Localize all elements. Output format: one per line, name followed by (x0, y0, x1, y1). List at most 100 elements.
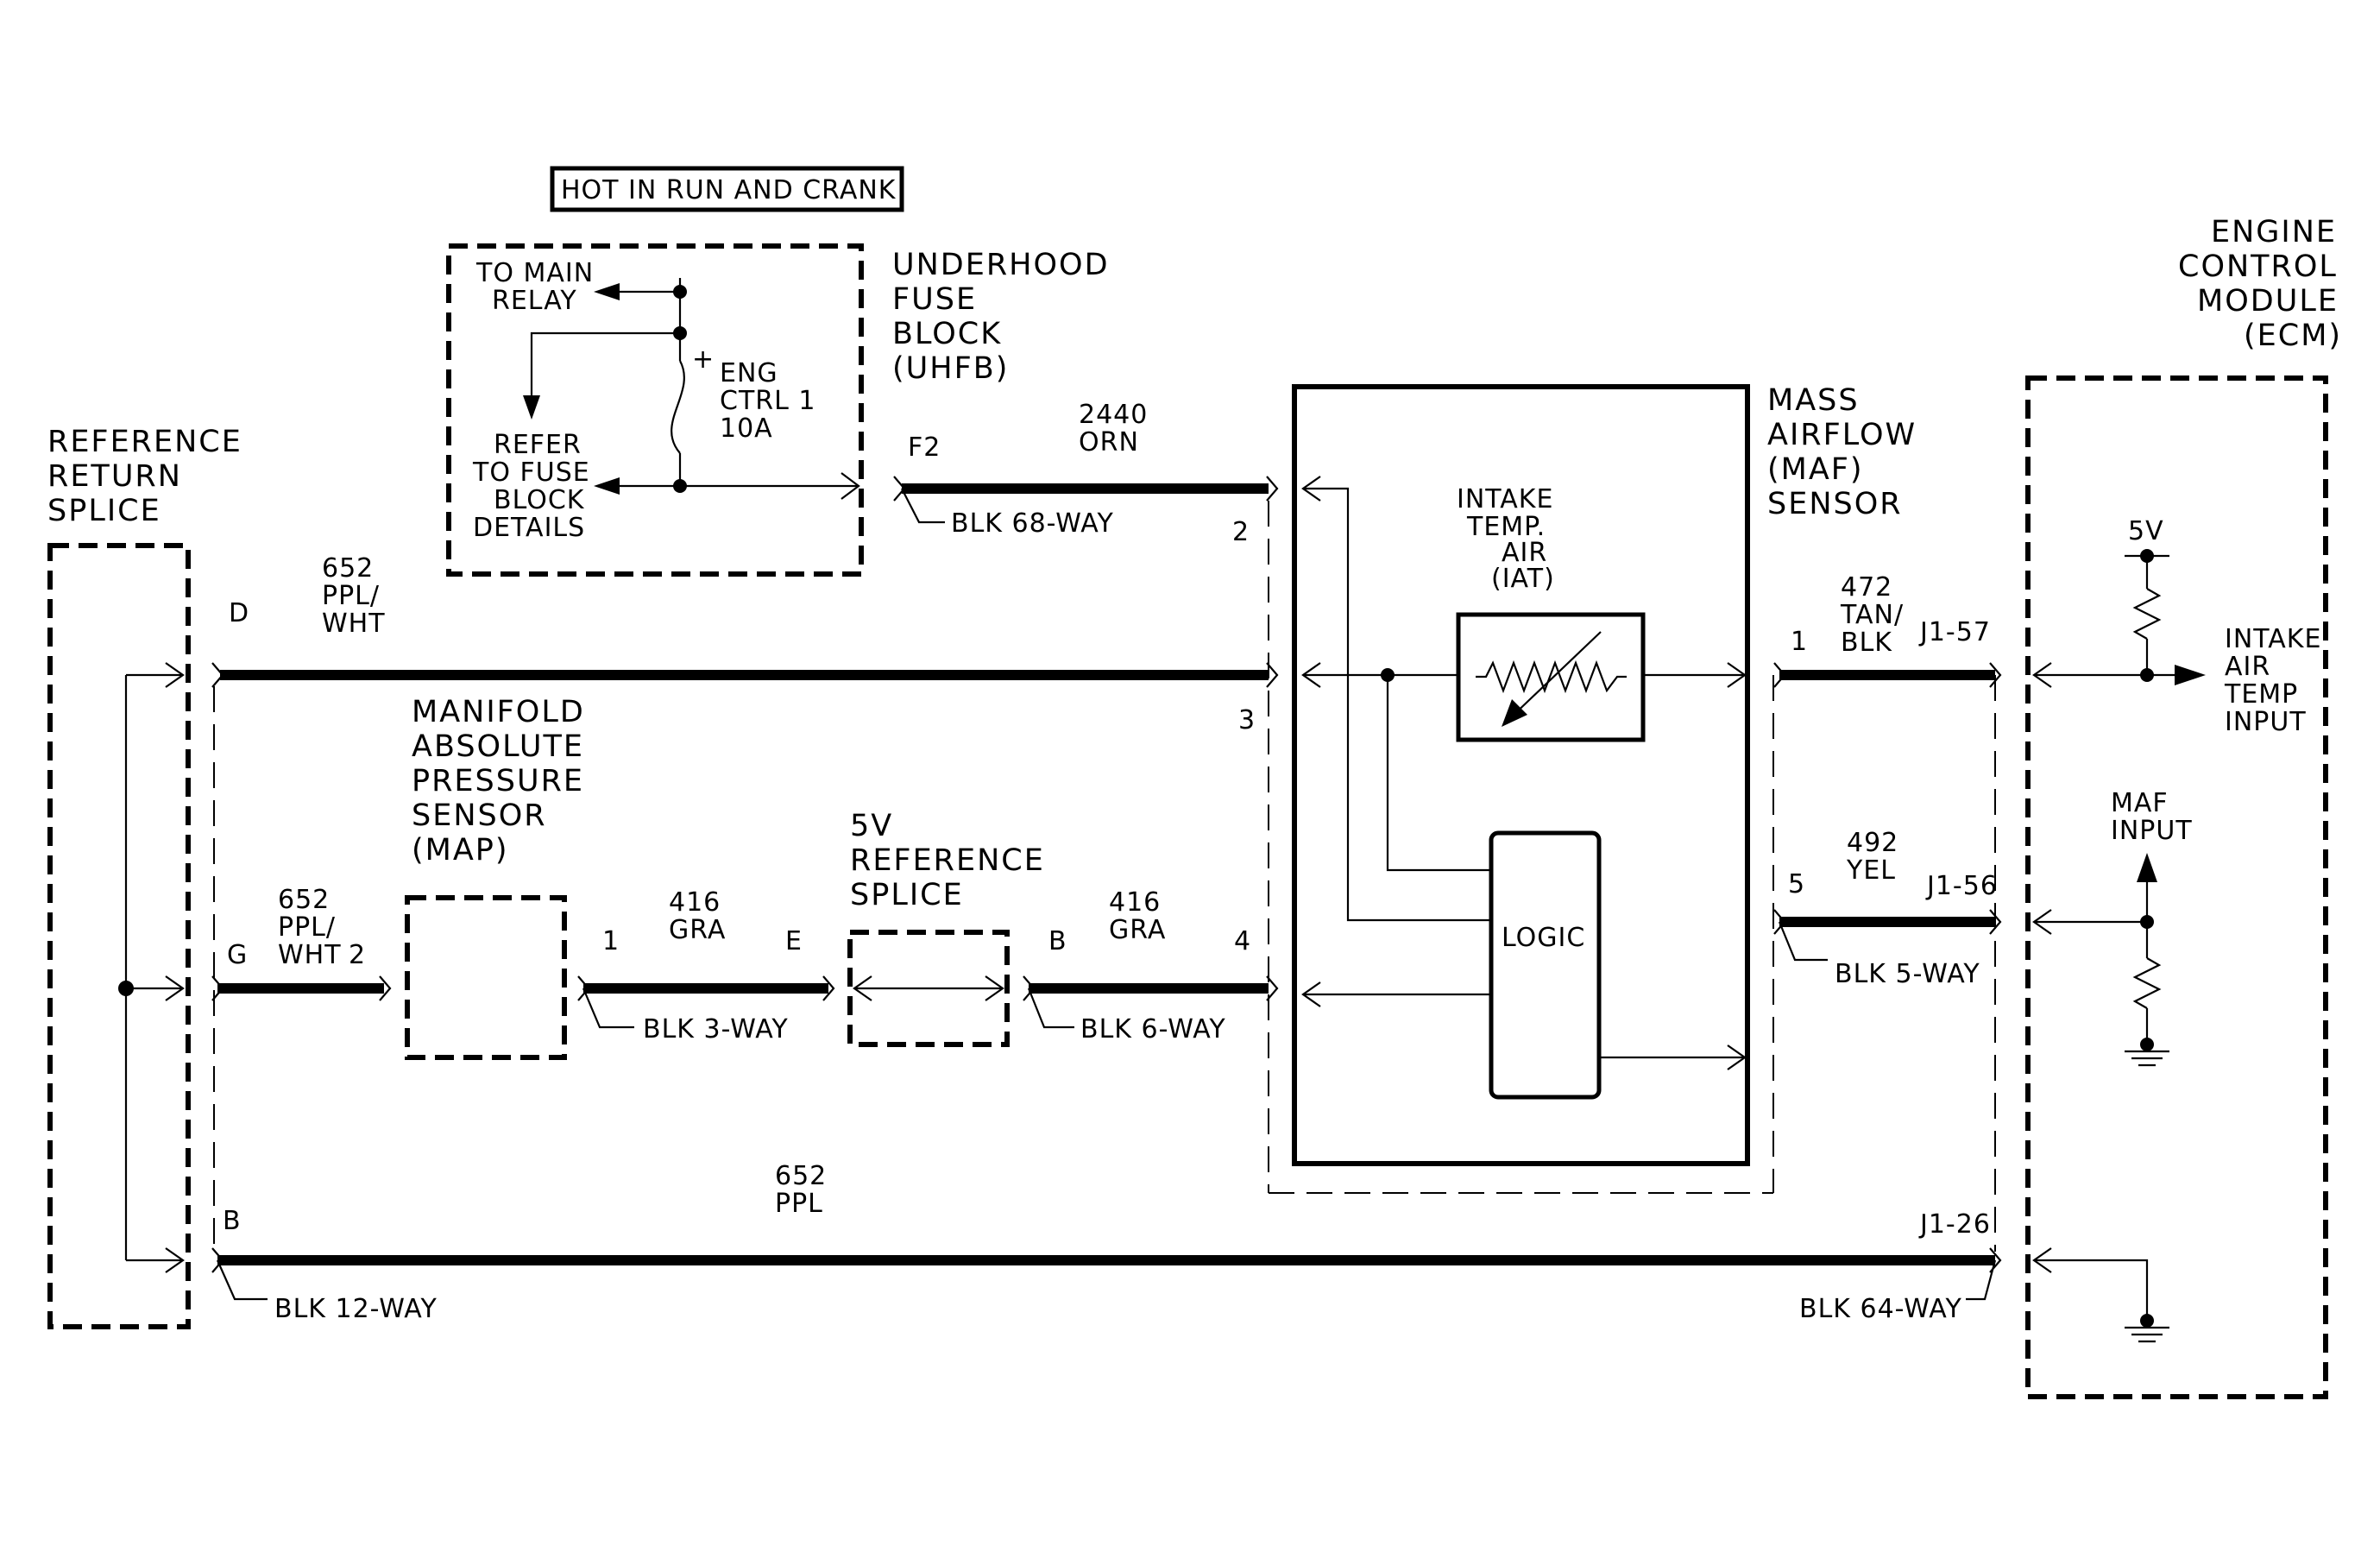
svg-text:TO FUSE: TO FUSE (472, 458, 590, 488)
svg-text:REFERENCE: REFERENCE (47, 425, 242, 459)
svg-text:UNDERHOOD: UNDERHOOD (892, 248, 1110, 282)
svg-text:472: 472 (1841, 572, 1892, 603)
splice-node (118, 981, 134, 996)
ecm-pulldown-resistor-icon (2132, 957, 2162, 1009)
refer-fuse-block-arrow-icon (594, 477, 620, 495)
wire-652-g-label: 652 PPL/ WHT (278, 885, 341, 970)
wire-416-a-label: 416 GRA (669, 887, 725, 945)
svg-text:652: 652 (775, 1161, 827, 1191)
fuse-eng-ctrl-1-label: ENG CTRL 1 10A (720, 358, 815, 444)
svg-text:(ECM): (ECM) (2244, 319, 2342, 353)
wire-652-d-label: 652 PPL/ WHT (322, 553, 386, 639)
blk5-label: BLK 5-WAY (1835, 959, 1980, 989)
map-sensor-box (405, 895, 567, 1060)
splice-arrow-b-icon (165, 1247, 185, 1273)
svg-text:TEMP.: TEMP. (1466, 512, 1546, 542)
pin-maf-1: 1 (1791, 627, 1808, 657)
blk6-leader (1027, 988, 1074, 1029)
svg-text:BLK: BLK (1841, 628, 1892, 658)
svg-text:MASS: MASS (1767, 383, 1860, 418)
hot-in-run-and-crank-label: HOT IN RUN AND CRANK (561, 175, 897, 205)
iat-thermistor-box (1456, 612, 1646, 742)
svg-text:(MAF): (MAF) (1767, 452, 1864, 487)
svg-text:416: 416 (669, 887, 721, 918)
svg-text:ABSOLUTE: ABSOLUTE (412, 729, 584, 764)
ecm-ground-node-a (2140, 1038, 2154, 1051)
svg-text:PPL/: PPL/ (278, 912, 336, 943)
pin-j1-56: J1-56 (1925, 871, 1998, 901)
svg-text:FUSE: FUSE (892, 282, 977, 317)
ecm-5v-label: 5V (2128, 516, 2164, 546)
pin-maf-5: 5 (1788, 869, 1805, 899)
blk64-label: BLK 64-WAY (1799, 1294, 1962, 1324)
ecm-ground-line (2034, 1259, 2149, 1321)
wire-472-end-left-icon (1773, 662, 1786, 688)
svg-text:CTRL 1: CTRL 1 (720, 386, 815, 416)
splice-arrow-g-icon (165, 975, 185, 1001)
ecm-ground-arrow-icon (2032, 1247, 2052, 1273)
wire-492-end-right-icon (1989, 909, 2002, 935)
svg-text:SENSOR: SENSOR (412, 798, 547, 833)
svg-text:RETURN: RETURN (47, 459, 182, 494)
svg-text:PPL/: PPL/ (322, 581, 380, 611)
wire-472-label: 472 TAN/ BLK (1840, 572, 1903, 658)
svg-text:SENSOR: SENSOR (1767, 487, 1903, 521)
pin-e: E (785, 926, 803, 956)
svg-text:TEMP: TEMP (2224, 679, 2298, 710)
blk5-leader (1778, 921, 1828, 962)
ground-icon-b (2125, 1326, 2169, 1343)
svg-text:652: 652 (322, 553, 374, 584)
pin-g: G (227, 940, 248, 970)
svg-text:AIR: AIR (1502, 538, 1547, 568)
svg-text:CONTROL: CONTROL (2178, 249, 2338, 284)
ecm-maf-arrow-left-icon (2032, 909, 2052, 935)
svg-text:10A: 10A (720, 413, 773, 444)
svg-text:INTAKE: INTAKE (2225, 624, 2321, 654)
svg-text:GRA: GRA (1109, 915, 1166, 945)
svg-text:ORN: ORN (1079, 427, 1139, 458)
svg-text:SPLICE: SPLICE (850, 878, 964, 912)
svg-text:(IAT): (IAT) (1491, 564, 1555, 594)
refer-arrow-icon (523, 395, 540, 420)
uhfb-box (446, 243, 864, 577)
five-v-splice-arrow-left-icon (853, 975, 872, 1001)
pin-4: 4 (1234, 926, 1251, 956)
maf-int-line-logic-b (1303, 487, 1491, 922)
pin-j1-26: J1-26 (1918, 1209, 1991, 1240)
blk3-label: BLK 3-WAY (643, 1014, 789, 1044)
uhfb-output-arrowhead-icon (841, 472, 860, 500)
maf-sensor-title: MASS AIRFLOW (MAF) SENSOR (1767, 383, 1915, 521)
wire-416-a-end-left-icon (577, 975, 590, 1001)
blk3-leader (582, 988, 634, 1029)
pin-j1-57: J1-57 (1918, 617, 1991, 647)
five-v-splice-title: 5V REFERENCE SPLICE (850, 809, 1043, 912)
ground-icon-a (2125, 1050, 2169, 1067)
reference-return-splice-title: REFERENCE RETURN SPLICE (47, 425, 242, 528)
iat-label: INTAKE TEMP. AIR (IAT) (1457, 484, 1555, 594)
wire-492-label: 492 YEL (1846, 828, 1898, 886)
svg-text:INPUT: INPUT (2111, 816, 2193, 846)
maf-sensor-box (1292, 384, 1750, 1166)
pin-f2: F2 (908, 432, 941, 463)
wire-2440-end-left-icon (893, 476, 906, 502)
ecm-box (2025, 375, 2328, 1399)
svg-text:ENGINE: ENGINE (2211, 215, 2337, 249)
svg-text:DETAILS: DETAILS (473, 513, 585, 543)
pin-2-map: 2 (349, 940, 366, 970)
svg-text:BLOCK: BLOCK (892, 317, 1002, 351)
svg-text:INTAKE: INTAKE (1457, 484, 1553, 514)
svg-text:2440: 2440 (1079, 400, 1148, 430)
wire-416-b-end-right-icon (1266, 975, 1279, 1001)
svg-text:WHT: WHT (322, 609, 386, 639)
maf-int-arrow-top-icon (1301, 476, 1321, 502)
wire-492-end-left-icon (1773, 909, 1786, 935)
pin-d: D (229, 598, 249, 628)
five-v-splice-box (847, 930, 1010, 1047)
iat-thermistor-icon (1476, 659, 1627, 694)
ecm-pullup-resistor-icon (2132, 588, 2162, 640)
logic-output-arrow-icon (1727, 1044, 1747, 1070)
svg-text:MANIFOLD: MANIFOLD (412, 695, 585, 729)
maf-int-arrow-right-icon (1727, 662, 1747, 688)
svg-text:MAF: MAF (2111, 788, 2169, 818)
wire-652-d-end-right-icon (1266, 662, 1279, 688)
